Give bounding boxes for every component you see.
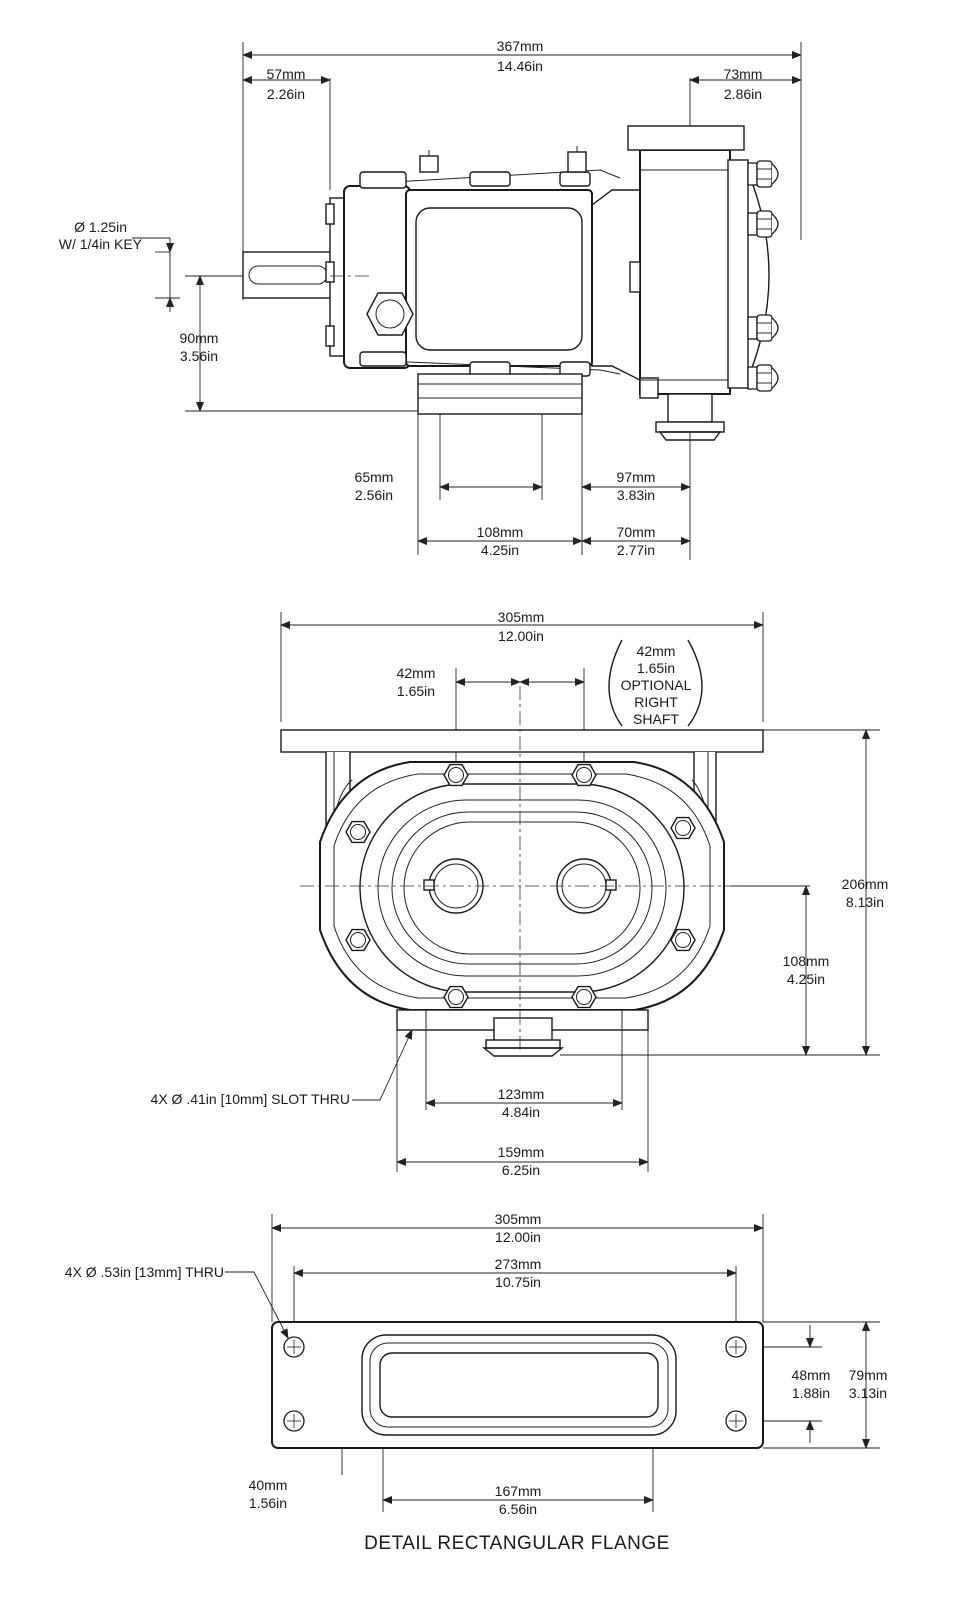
dim-foot-d-in: 2.77in (617, 542, 655, 558)
dim-port-height-in: 4.25in (787, 971, 825, 987)
optional-shaft-l3: SHAFT (633, 711, 679, 727)
dim-port-height-mm: 108mm (783, 953, 830, 969)
dim-shaft-height-in: 3.56in (180, 348, 218, 364)
optional-shaft-l2: RIGHT (634, 694, 678, 710)
dim-detail-width-in: 12.00in (495, 1229, 541, 1245)
dim-foot-c-in: 4.25in (481, 542, 519, 558)
dim-shaft-extension-mm: 57mm (267, 66, 306, 82)
dim-shaft-height-mm: 90mm (180, 330, 219, 346)
dim-head-depth-in: 2.86in (724, 86, 762, 102)
dim-foot-d-mm: 70mm (617, 524, 656, 540)
dim-foot-width-mm: 159mm (498, 1144, 545, 1160)
dim-detail-width-mm: 305mm (495, 1211, 542, 1227)
side-view: 367mm 14.46in 57mm 2.26in 73mm 2.86in Ø … (59, 38, 802, 560)
shaft-callout-line1: Ø 1.25in (74, 219, 127, 235)
front-view: 305mm 12.00in 42mm 1.65in 42mm 1.65in OP… (151, 609, 889, 1178)
dim-shaft-offset-mm: 42mm (397, 665, 436, 681)
shaft-callout-line2: W/ 1/4in KEY (59, 236, 143, 252)
dim-shaft-offset-in: 1.65in (397, 683, 435, 699)
dim-head-depth-mm: 73mm (724, 66, 763, 82)
dim-foot-a-in: 2.56in (355, 487, 393, 503)
optional-shaft-l1: OPTIONAL (621, 677, 692, 693)
dim-foot-width-in: 6.25in (502, 1162, 540, 1178)
dim-opening-height-mm: 40mm (249, 1477, 288, 1493)
dim-flange-width-mm: 305mm (498, 609, 545, 625)
dim-foot-c-mm: 108mm (477, 524, 524, 540)
dim-overall-height-mm: 206mm (842, 876, 889, 892)
flange-detail: 305mm 12.00in 273mm 10.75in 4X Ø .53in [… (65, 1211, 888, 1554)
dim-slot-spacing-mm: 123mm (498, 1086, 545, 1102)
dim-detail-height-in: 3.13in (849, 1385, 887, 1401)
dim-slot-spacing-in: 4.84in (502, 1104, 540, 1120)
dim-flange-width-in: 12.00in (498, 628, 544, 644)
dim-hole-vertical-in: 1.88in (792, 1385, 830, 1401)
dim-optional-shaft-in: 1.65in (637, 660, 675, 676)
dim-overall-length-in: 14.46in (497, 58, 543, 74)
dim-hole-spacing-mm: 273mm (495, 1256, 542, 1272)
slot-callout: 4X Ø .41in [10mm] SLOT THRU (151, 1091, 350, 1107)
dim-overall-height-in: 8.13in (846, 894, 884, 910)
dim-opening-height-in: 1.56in (249, 1495, 287, 1511)
dim-shaft-extension-in: 2.26in (267, 86, 305, 102)
detail-title: DETAIL RECTANGULAR FLANGE (364, 1533, 670, 1554)
dim-overall-length-mm: 367mm (497, 38, 544, 54)
hole-callout: 4X Ø .53in [13mm] THRU (65, 1264, 224, 1280)
dim-foot-a-mm: 65mm (355, 469, 394, 485)
dim-hole-vertical-mm: 48mm (792, 1367, 831, 1383)
dim-foot-b-mm: 97mm (617, 469, 656, 485)
dim-opening-width-in: 6.56in (499, 1501, 537, 1517)
dim-foot-b-in: 3.83in (617, 487, 655, 503)
dim-hole-spacing-in: 10.75in (495, 1274, 541, 1290)
dim-detail-height-mm: 79mm (849, 1367, 888, 1383)
dim-opening-width-mm: 167mm (495, 1483, 542, 1499)
dim-optional-shaft-mm: 42mm (637, 643, 676, 659)
